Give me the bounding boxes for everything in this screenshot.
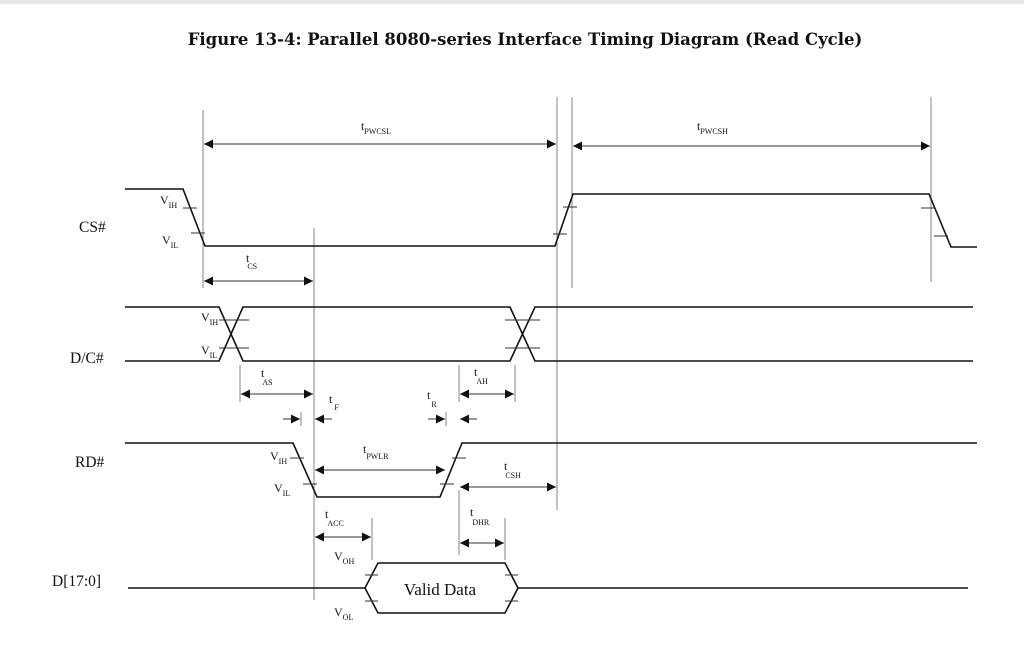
top-border bbox=[0, 0, 1024, 4]
t-acc-label: tACC bbox=[325, 507, 344, 528]
cs-signal-label: CS# bbox=[79, 219, 106, 236]
data-bus-waveform bbox=[128, 562, 968, 614]
figure-title: Figure 13-4: Parallel 8080-series Interf… bbox=[187, 30, 863, 49]
valid-data-label: Valid Data bbox=[404, 580, 477, 599]
svg-text:VIH: VIH bbox=[270, 449, 287, 466]
svg-text:VIH: VIH bbox=[160, 193, 177, 210]
data-bus-label: D[17:0] bbox=[52, 573, 101, 590]
reference-lines bbox=[202, 97, 932, 600]
svg-text:VIL: VIL bbox=[162, 233, 178, 250]
svg-text:VOL: VOL bbox=[334, 605, 353, 622]
t-pwlr-label: tPWLR bbox=[363, 442, 389, 461]
dc-signal-label: D/C# bbox=[70, 350, 104, 367]
rd-signal-label: RD# bbox=[75, 454, 105, 471]
t-r-label: tR bbox=[427, 388, 437, 409]
t-pwcsh-label: tPWCSH bbox=[697, 119, 728, 136]
t-ah-label: tAH bbox=[474, 365, 488, 386]
level-labels: VIH VIL VIH VIL VIH VIL VOH VOL bbox=[160, 193, 354, 622]
svg-text:VIL: VIL bbox=[201, 343, 217, 360]
t-f-label: tF bbox=[329, 392, 339, 412]
dc-waveform bbox=[125, 306, 973, 362]
svg-text:VOH: VOH bbox=[334, 549, 354, 566]
timing-arrows bbox=[204, 139, 930, 548]
t-dhr-label: tDHR bbox=[470, 505, 490, 527]
svg-text:VIL: VIL bbox=[274, 481, 290, 498]
t-pwcsl-label: tPWCSL bbox=[361, 119, 391, 136]
threshold-ticks bbox=[183, 206, 948, 602]
rd-waveform bbox=[125, 442, 977, 498]
svg-text:VIH: VIH bbox=[201, 310, 218, 327]
cs-waveform bbox=[125, 188, 977, 248]
